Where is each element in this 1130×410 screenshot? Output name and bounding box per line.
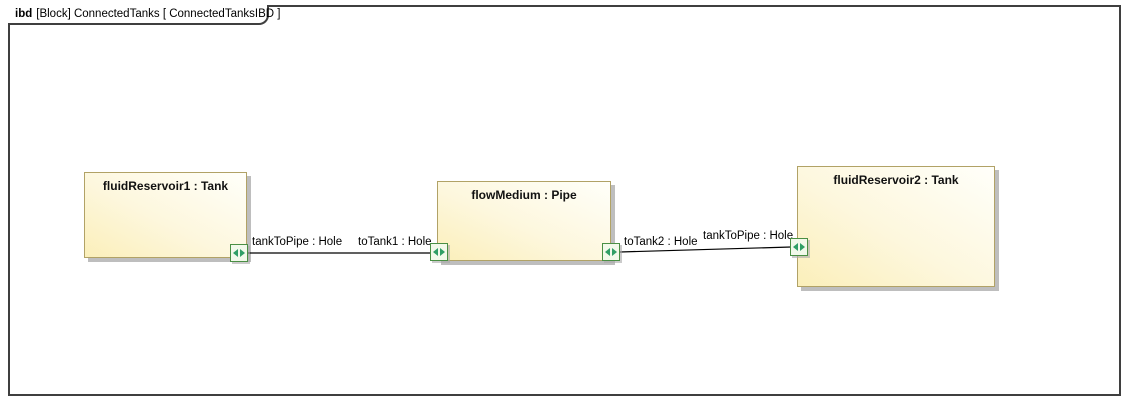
diagram-frame-header[interactable]: ibd [Block] ConnectedTanks [ ConnectedTa… <box>8 5 280 25</box>
bidirectional-flow-icon <box>605 248 617 256</box>
port-label-tankToPipe-2[interactable]: tankToPipe : Hole <box>703 230 794 242</box>
port-fluidReservoir2-tankToPipe[interactable] <box>790 238 808 256</box>
diagram-title: [Block] ConnectedTanks [ ConnectedTanksI… <box>36 8 281 20</box>
connector-pipe-tank2[interactable] <box>619 246 792 253</box>
bidirectional-flow-icon <box>233 249 245 257</box>
port-label-toTank1[interactable]: toTank1 : Hole <box>358 236 432 248</box>
port-label-tankToPipe-1[interactable]: tankToPipe : Hole <box>252 236 343 248</box>
port-flowMedium-toTank2[interactable] <box>602 243 620 261</box>
port-label-toTank2[interactable]: toTank2 : Hole <box>624 236 698 248</box>
bidirectional-flow-icon <box>433 248 445 256</box>
bidirectional-flow-icon <box>793 243 805 251</box>
part-fluidReservoir2[interactable]: fluidReservoir2 : Tank <box>797 166 995 287</box>
diagram-kind-label: ibd <box>15 8 33 20</box>
port-fluidReservoir1-tankToPipe[interactable] <box>230 244 248 262</box>
port-flowMedium-toTank1[interactable] <box>430 243 448 261</box>
part-flowMedium[interactable]: flowMedium : Pipe <box>437 181 611 261</box>
part-fluidReservoir1[interactable]: fluidReservoir1 : Tank <box>84 172 247 258</box>
part-title: fluidReservoir1 : Tank <box>102 179 229 193</box>
part-title: fluidReservoir2 : Tank <box>833 173 959 187</box>
part-title: flowMedium : Pipe <box>471 188 577 202</box>
